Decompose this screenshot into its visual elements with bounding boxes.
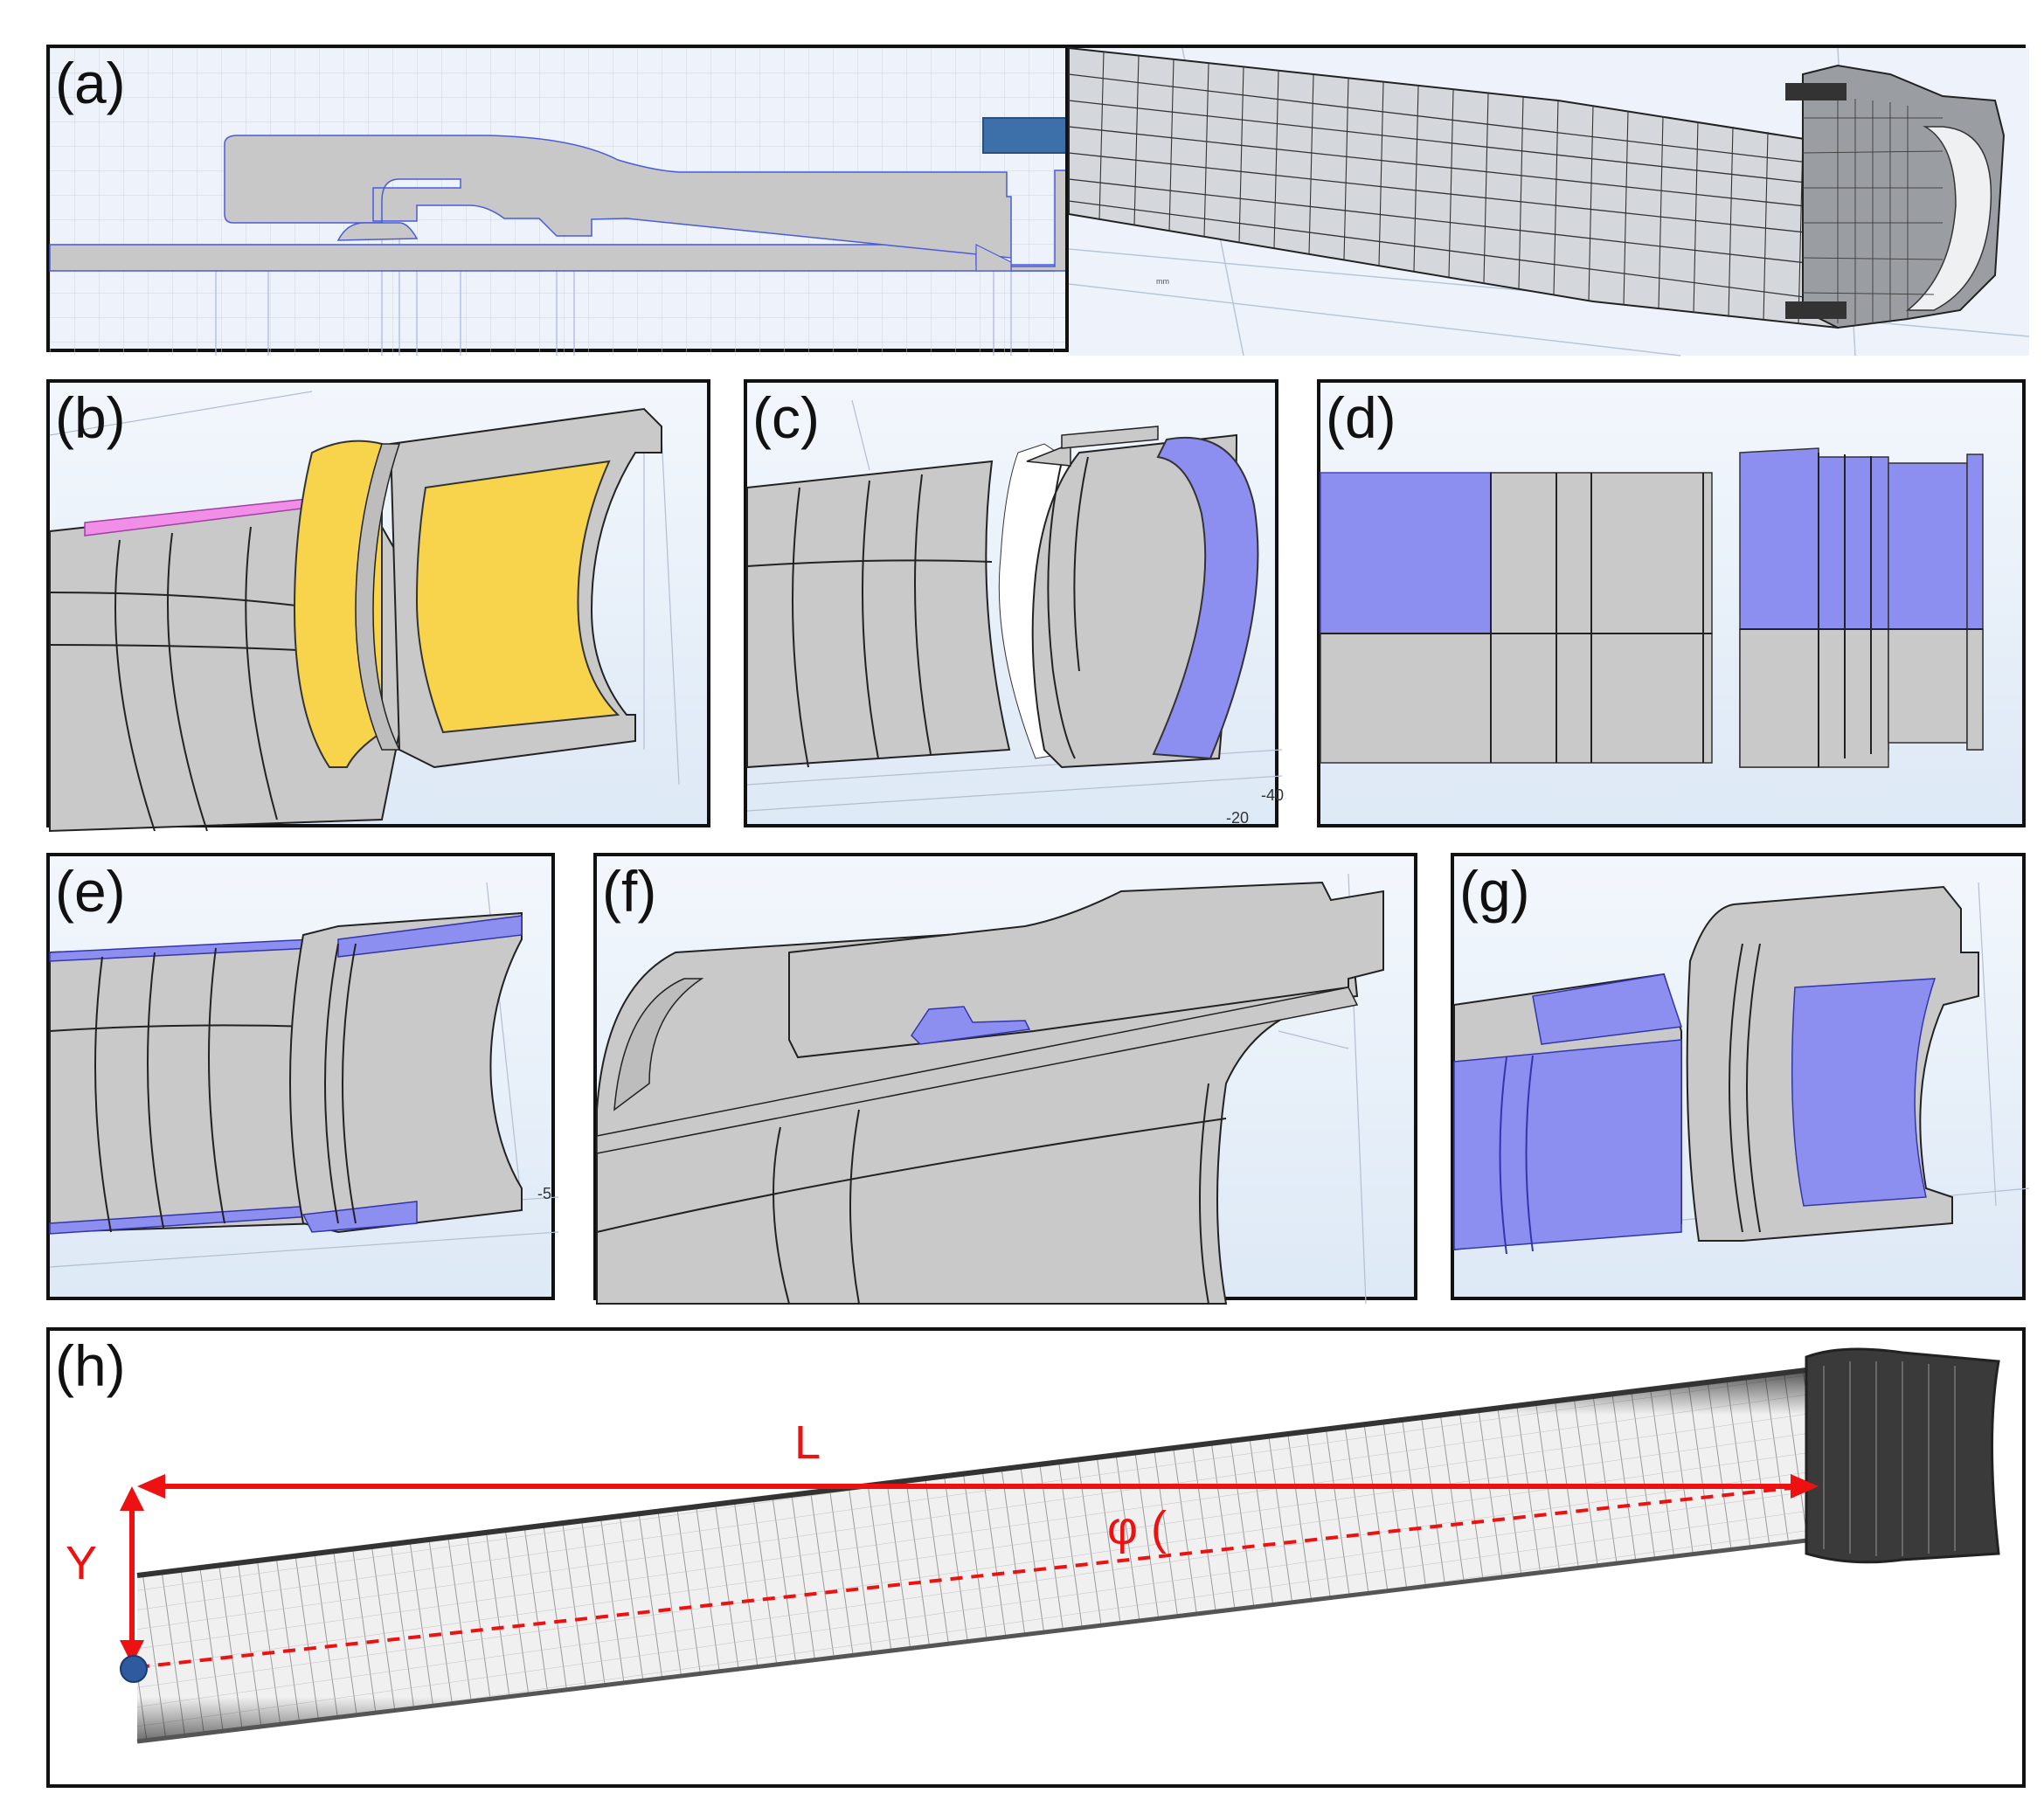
panel-label-f: (f) bbox=[602, 859, 657, 924]
axis-tick-label: -5 bbox=[537, 1185, 552, 1202]
panel-a-mesh-3d: mm bbox=[1065, 45, 2030, 357]
axis-tick-label: -20 bbox=[1226, 809, 1250, 827]
panel-g-drawing bbox=[1453, 882, 2030, 1255]
panel-label-h: (h) bbox=[55, 1333, 126, 1398]
panel-h-drawing bbox=[120, 1347, 2000, 1744]
panel-c: (c) -40 -20 bbox=[744, 379, 1284, 827]
panel-h: (h) bbox=[46, 1327, 2026, 1788]
panel-b: (b) bbox=[46, 379, 710, 833]
panel-label-a: (a) bbox=[55, 51, 126, 115]
panel-c-drawing bbox=[746, 399, 1283, 812]
panel-g: (g) bbox=[1451, 853, 2030, 1300]
panel-label-g: (g) bbox=[1459, 859, 1530, 924]
panel-label-e: (e) bbox=[55, 859, 126, 924]
panel-b-drawing bbox=[49, 391, 680, 833]
panel-a-cross-section-drawing bbox=[49, 48, 1074, 356]
axis-tick-label: -40 bbox=[1261, 786, 1285, 804]
panel-d: (d) bbox=[1317, 379, 2026, 827]
panel-e: (e) -5 bbox=[46, 853, 559, 1300]
panel-d-drawing bbox=[1320, 447, 1984, 768]
panel-f: (f) bbox=[593, 853, 1417, 1305]
panel-f-drawing bbox=[596, 873, 1384, 1305]
panel-a-cross-section: (a) bbox=[46, 45, 1074, 356]
angle-label: φ ( bbox=[1107, 1502, 1168, 1554]
panel-label-b: (b) bbox=[55, 385, 126, 450]
length-label: L bbox=[794, 1416, 821, 1469]
panel-label-d: (d) bbox=[1326, 385, 1396, 450]
panel-e-drawing bbox=[49, 882, 559, 1268]
panel-label-c: (c) bbox=[752, 385, 820, 450]
panel-a-mesh-drawing: mm bbox=[1068, 46, 2030, 357]
offset-label: Y bbox=[66, 1537, 98, 1589]
svg-text:mm: mm bbox=[1156, 277, 1169, 286]
